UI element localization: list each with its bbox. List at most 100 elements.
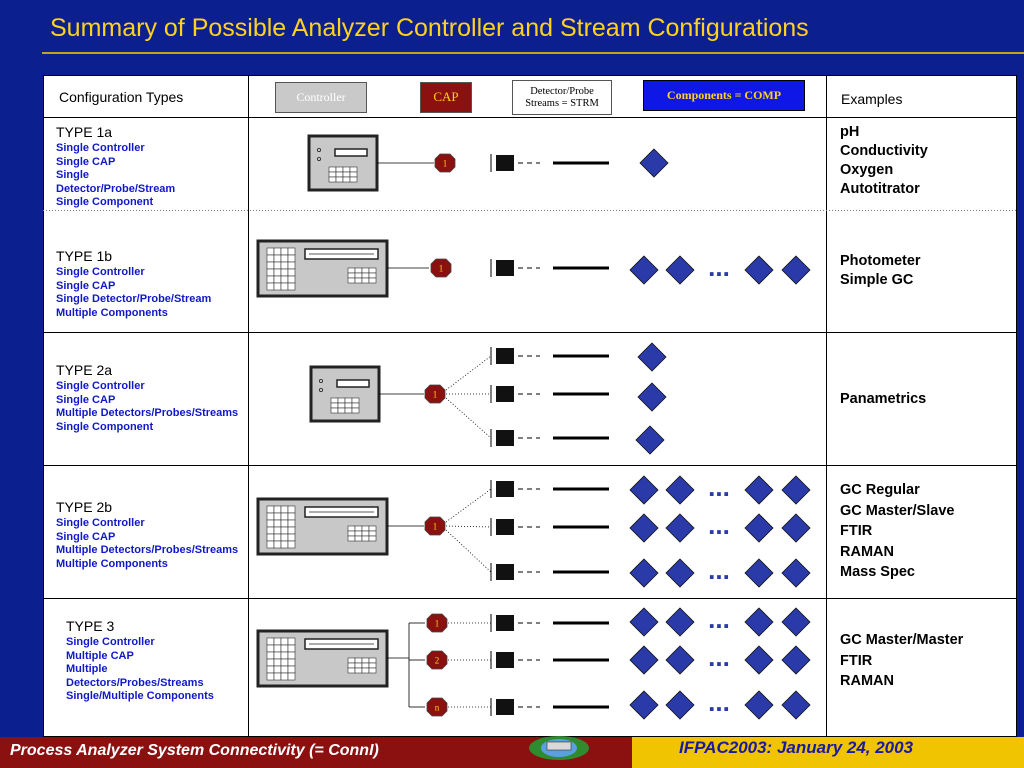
keypad-key	[351, 397, 360, 404]
keypad-key	[361, 662, 370, 669]
type-line: Multiple CAP	[66, 649, 134, 662]
component-diamond-icon	[781, 513, 811, 543]
keypad-key	[273, 651, 282, 660]
legend-controller: Controller	[275, 82, 367, 113]
keypad-key	[287, 519, 296, 528]
keypad-key	[266, 275, 275, 284]
examples-type2a: Panametrics	[840, 390, 926, 409]
cap-label: n	[435, 703, 440, 713]
keypad-key	[266, 665, 275, 674]
keypad-key	[273, 512, 282, 521]
keypad-key	[361, 667, 370, 674]
type-line: Single Detector/Probe/Stream	[56, 293, 212, 305]
keypad-key	[280, 268, 289, 277]
keypad-key	[368, 667, 377, 674]
component-diamond-icon	[744, 645, 774, 675]
component-diamond-icon	[781, 690, 811, 720]
type-line: Single CAP	[56, 279, 116, 292]
component-diamond-icon	[629, 645, 659, 675]
keypad-key	[361, 277, 370, 284]
keypad-key	[354, 272, 363, 279]
keypad-key	[287, 261, 296, 270]
keypad-key	[266, 505, 275, 514]
keypad-key	[347, 277, 356, 284]
keypad-key	[287, 540, 296, 549]
type-name: TYPE 1b	[56, 248, 113, 264]
keypad-key	[266, 512, 275, 521]
keypad-key	[280, 644, 289, 653]
component-diamond-icon	[629, 255, 659, 285]
example-item: Conductivity	[840, 143, 928, 159]
examples-type3: GC Master/Master FTIR RAMAN	[840, 630, 963, 692]
keypad-key	[287, 505, 296, 514]
keypad-key	[273, 644, 282, 653]
type-line: Multiple Detectors/Probes/Streams	[56, 544, 239, 556]
keypad-key	[368, 662, 377, 669]
keypad-key	[354, 525, 363, 532]
keypad-key	[266, 672, 275, 681]
keypad-key	[368, 277, 377, 284]
detector-block-icon	[496, 615, 514, 631]
header-examples: Examples	[841, 91, 903, 107]
keypad-key	[273, 526, 282, 535]
keypad-key	[342, 176, 351, 183]
example-item: Autotitrator	[840, 181, 920, 197]
cap-node-type1b	[430, 258, 452, 278]
component-diamond-icon	[665, 645, 695, 675]
keypad-key	[368, 267, 377, 274]
keypad-key	[287, 658, 296, 667]
keypad-key	[335, 171, 344, 178]
row-label-type1a: TYPE 1a Single Controller Single CAP Sin…	[56, 124, 175, 210]
type-line: Single Component	[56, 420, 154, 433]
row-label-type2b: TYPE 2b Single Controller Single CAP Mul…	[56, 499, 238, 571]
keypad-key	[361, 530, 370, 537]
component-diamond-icon	[629, 558, 659, 588]
controller-led	[318, 378, 323, 383]
keypad-key	[344, 397, 353, 404]
keypad-key	[368, 525, 377, 532]
component-diamond-icon	[781, 475, 811, 505]
slide-title: Summary of Possible Analyzer Controller …	[50, 14, 809, 42]
keypad-key	[347, 525, 356, 532]
type-line: Single Controller	[56, 517, 145, 529]
keypad-key	[280, 261, 289, 270]
component-diamond-icon	[781, 645, 811, 675]
type-line: Multiple Detectors/Probes/Streams	[56, 407, 239, 419]
cap-label: 1	[433, 522, 438, 532]
component-diamond-icon	[665, 255, 695, 285]
keypad-key	[361, 657, 370, 664]
component-diamond-icon	[744, 607, 774, 637]
keypad-key	[347, 272, 356, 279]
type-line: Single Controller	[66, 636, 155, 648]
keypad-key	[280, 637, 289, 646]
type-name: TYPE 3	[66, 618, 115, 634]
example-item: GC Regular	[840, 482, 920, 498]
keypad-key	[347, 535, 356, 542]
keypad-key	[266, 540, 275, 549]
keypad-key	[266, 658, 275, 667]
keypad-key	[337, 402, 346, 409]
keypad-key	[287, 644, 296, 653]
examples-type2b: GC Regular GC Master/Slave FTIR RAMAN Ma…	[840, 480, 954, 583]
component-diamond-icon	[639, 148, 669, 178]
component-diamond-icon	[629, 475, 659, 505]
keypad-key	[354, 662, 363, 669]
component-diamond-icon	[744, 475, 774, 505]
keypad-key	[349, 166, 358, 173]
keypad-key	[266, 526, 275, 535]
keypad-key	[361, 525, 370, 532]
header-configuration-types: Configuration Types	[59, 89, 184, 105]
component-diamond-icon	[781, 255, 811, 285]
example-item: Simple GC	[840, 272, 914, 288]
keypad-key	[273, 247, 282, 256]
component-diamond-icon	[635, 425, 665, 455]
diagram-board	[43, 75, 1017, 737]
component-diamond-icon	[744, 558, 774, 588]
type-line: Single Controller	[56, 266, 145, 278]
keypad-key	[354, 535, 363, 542]
cap-label: 1	[435, 619, 440, 629]
keypad-key	[280, 505, 289, 514]
type-line: Single Controller	[56, 142, 145, 154]
example-item: FTIR	[840, 523, 873, 539]
